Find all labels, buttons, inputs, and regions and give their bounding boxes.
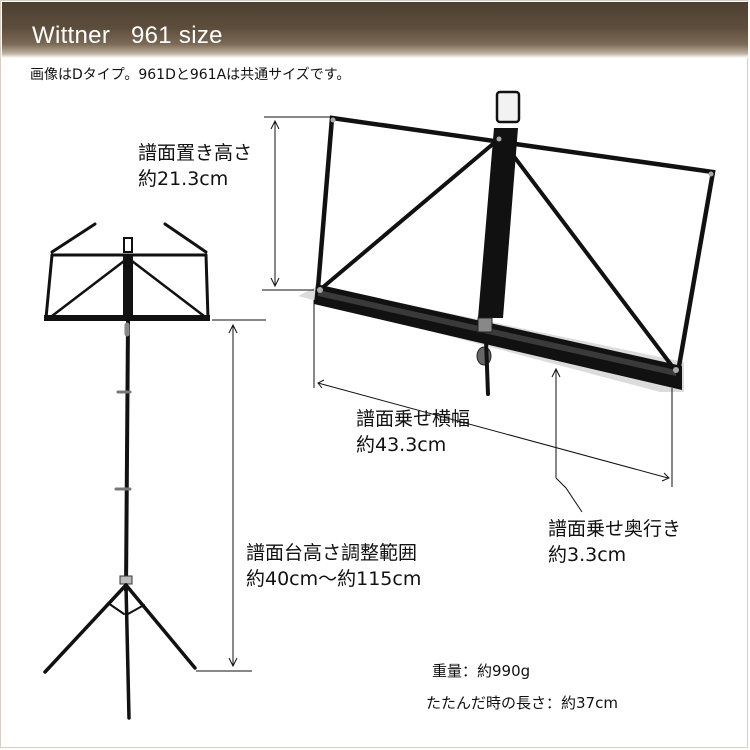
desk-height-label: 譜面置き高さ	[138, 142, 253, 164]
desk-width-label: 譜面乗せ横幅	[356, 408, 471, 430]
desk-height-spec: 譜面置き高さ 約21.3cm	[138, 140, 252, 192]
music-stand-desk-closeup	[298, 90, 716, 396]
desk-depth-label: 譜面乗せ奥行き	[548, 518, 682, 540]
banner-title: Wittner 961 size	[32, 22, 223, 49]
desk-width-spec: 譜面乗せ横幅 約43.3cm	[356, 406, 470, 458]
desk-height-value: 約21.3cm	[138, 168, 229, 190]
stand-height-value: 約40cm〜約115cm	[246, 568, 422, 590]
folded-length-spec: たたんだ時の長さ：約37cm	[426, 694, 618, 712]
stand-height-spec: 譜面台高さ調整範囲 約40cm〜約115cm	[246, 540, 421, 592]
music-stand-full-view	[43, 222, 210, 720]
desk-depth-spec: 譜面乗せ奥行き 約3.3cm	[548, 516, 681, 568]
weight-spec: 重量：約990g	[432, 662, 531, 680]
desk-width-value: 約43.3cm	[356, 434, 447, 456]
subtitle: 画像はDタイプ。961Dと961Aは共通サイズです。	[30, 67, 351, 83]
title-banner: Wittner 961 size	[2, 2, 748, 58]
stand-height-label: 譜面台高さ調整範囲	[246, 542, 418, 564]
dimension-lines	[196, 116, 673, 672]
desk-depth-value: 約3.3cm	[548, 544, 627, 566]
